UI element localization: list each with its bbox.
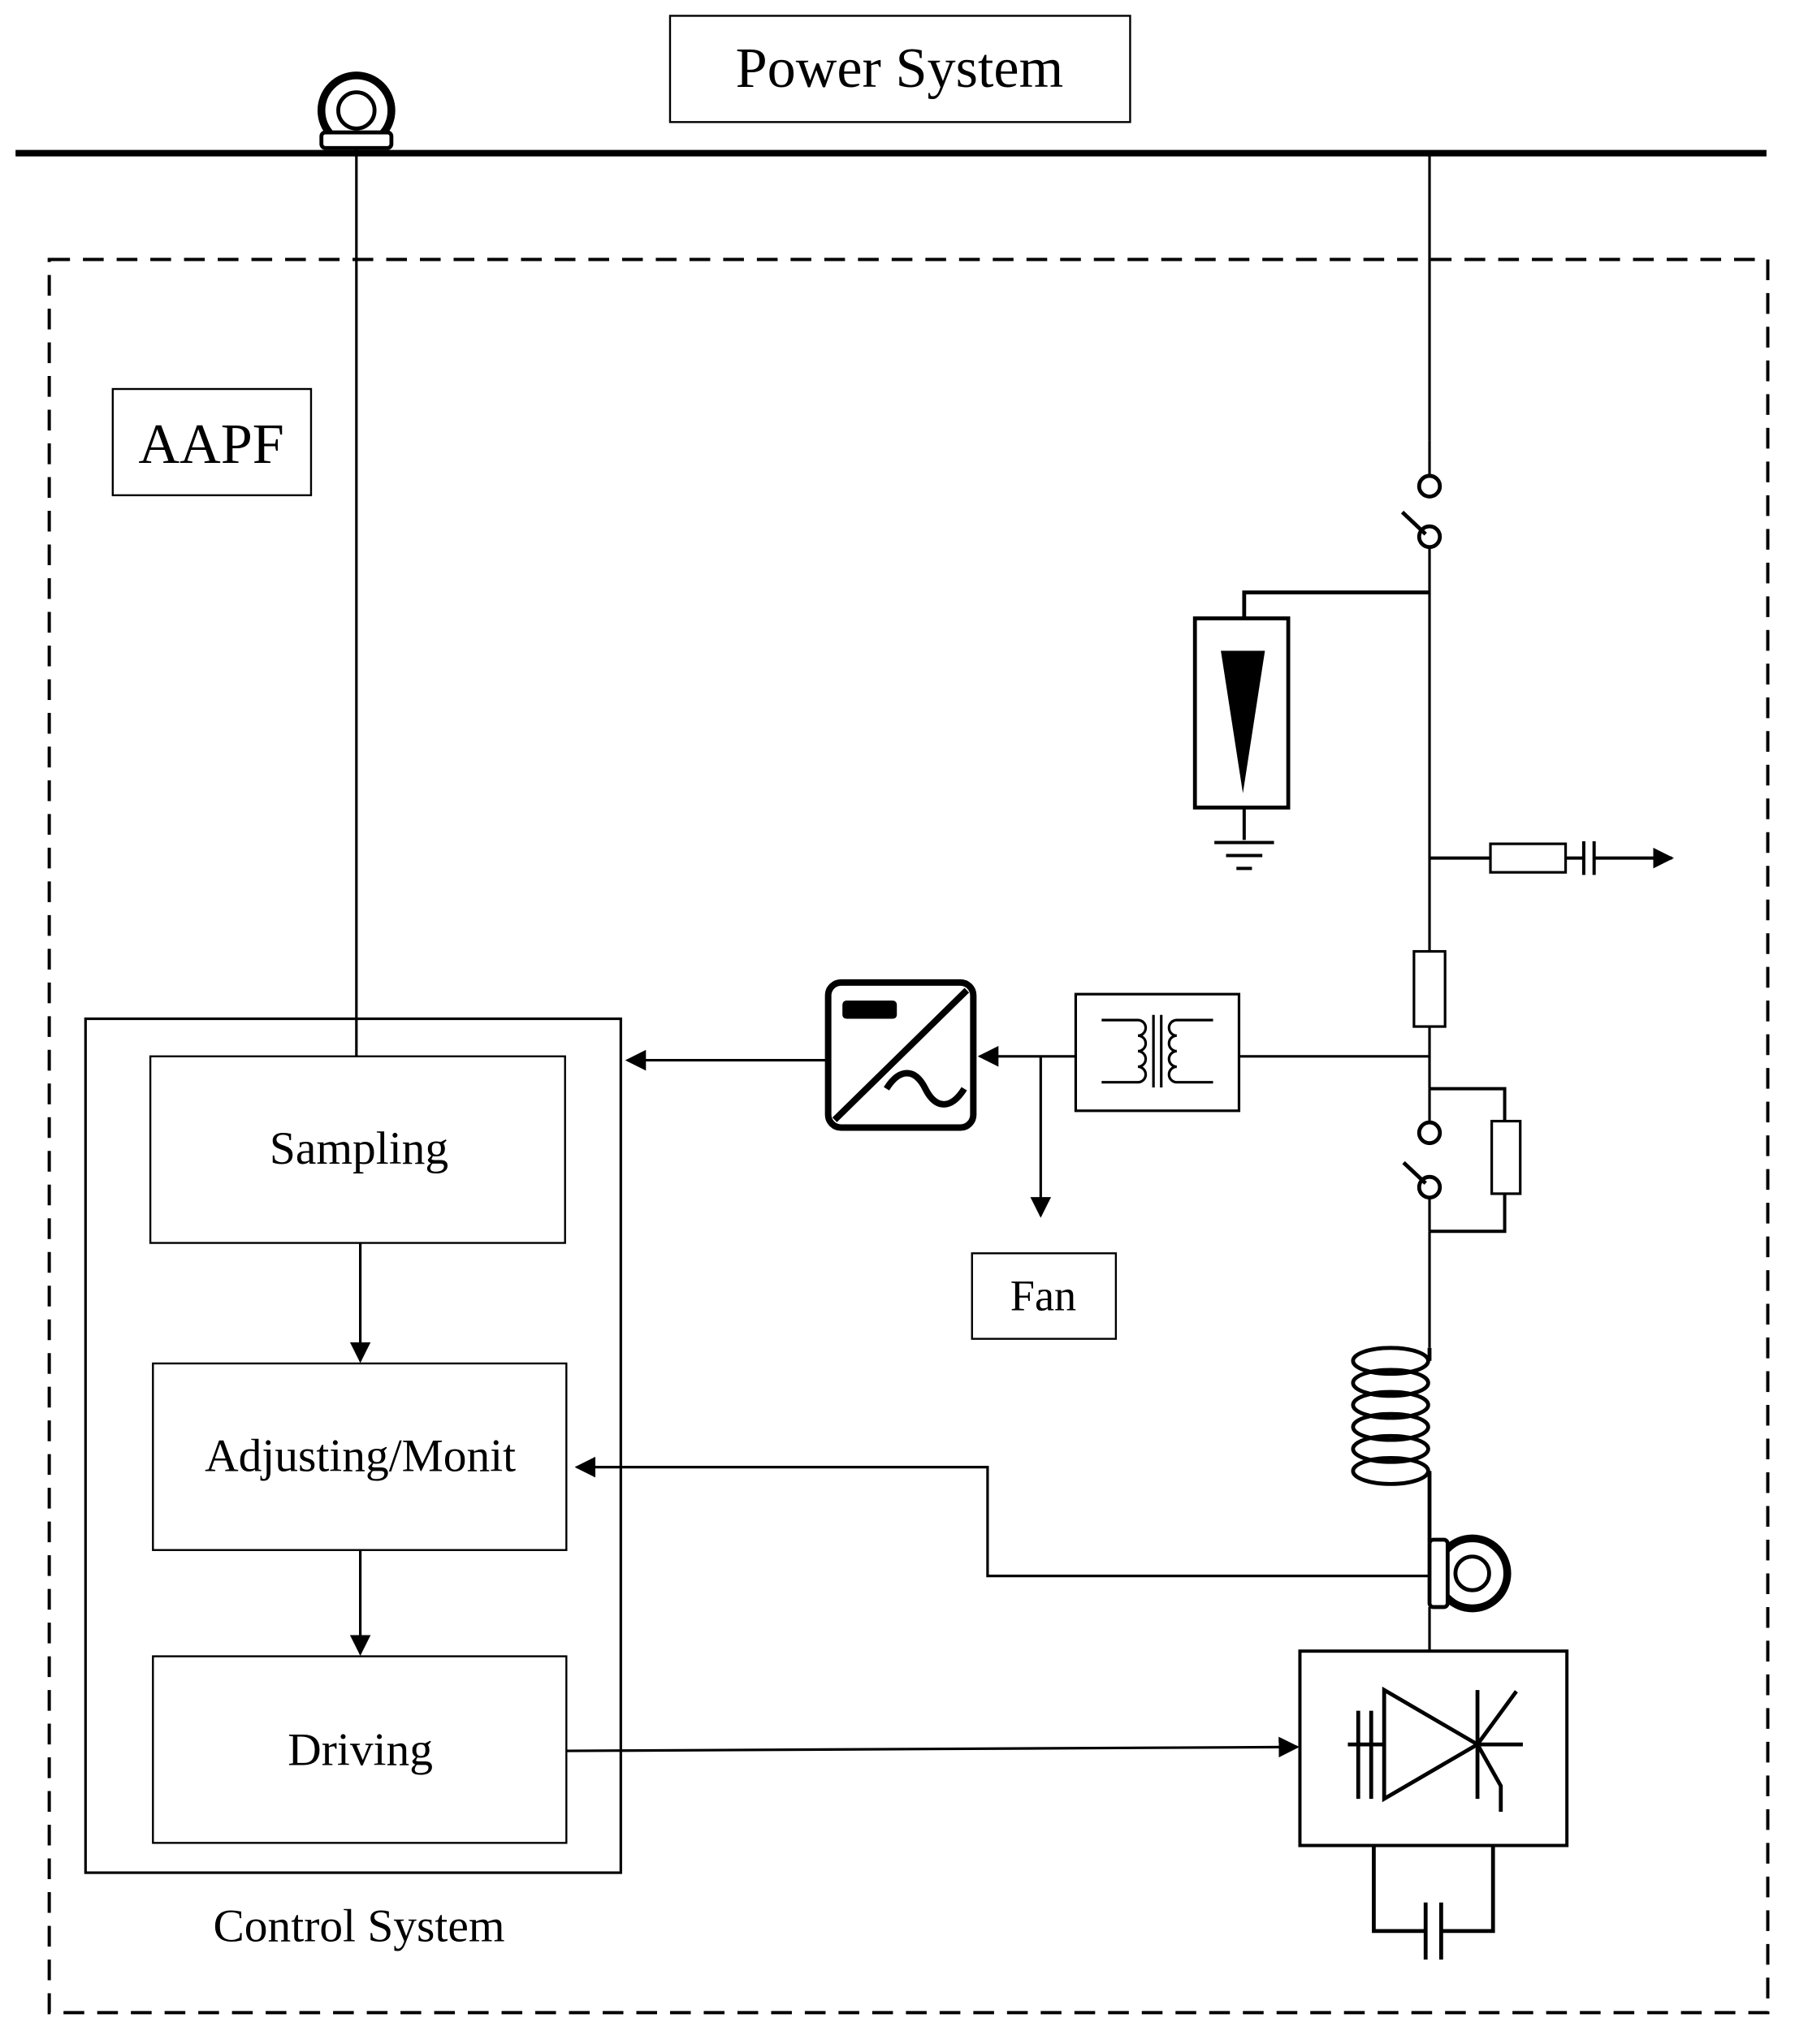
aapf-label: AAPF	[138, 413, 283, 476]
bypass-switch-icon	[1402, 1088, 1442, 1232]
driving-to-igbt-line	[566, 1736, 1300, 1758]
current-transformer-icon	[317, 71, 396, 150]
sampling-label: Sampling	[270, 1123, 448, 1174]
control-system-label: Control System	[213, 1901, 504, 1952]
fuse-icon	[1412, 949, 1447, 1028]
driving-block: Driving	[152, 1655, 568, 1844]
dc-capacitor-icon	[1372, 1845, 1495, 1960]
auxiliary-transformer-icon	[1074, 992, 1241, 1113]
fan-label-box: Fan	[971, 1252, 1118, 1340]
fan-label: Fan	[1010, 1272, 1076, 1320]
bypass-resistor-icon	[1430, 1087, 1522, 1234]
control-system-box	[84, 1017, 622, 1874]
ac-dc-converter-icon	[824, 979, 977, 1131]
power-system-label-box: Power System	[668, 15, 1131, 123]
disconnect-switch-icon	[1400, 440, 1442, 550]
sensor-feedback-line	[574, 1456, 1430, 1578]
surge-arrester-icon	[1192, 590, 1430, 841]
sampling-block: Sampling	[149, 1055, 566, 1244]
aapf-label-box: AAPF	[111, 387, 313, 497]
aapf-boundary	[47, 257, 1770, 2015]
resistor-capacitor-branch-icon	[1430, 841, 1674, 875]
igbt-module-icon	[1298, 1649, 1569, 1847]
power-system-label: Power System	[736, 37, 1064, 100]
ground-icon	[1214, 841, 1274, 871]
adjusting-block: Adjusting/Monit	[152, 1362, 568, 1551]
inductor-coil-icon	[1351, 1346, 1432, 1543]
driving-label: Driving	[288, 1725, 433, 1776]
current-sensor-icon	[1427, 1534, 1512, 1613]
adjusting-label: Adjusting/Monit	[205, 1430, 516, 1481]
